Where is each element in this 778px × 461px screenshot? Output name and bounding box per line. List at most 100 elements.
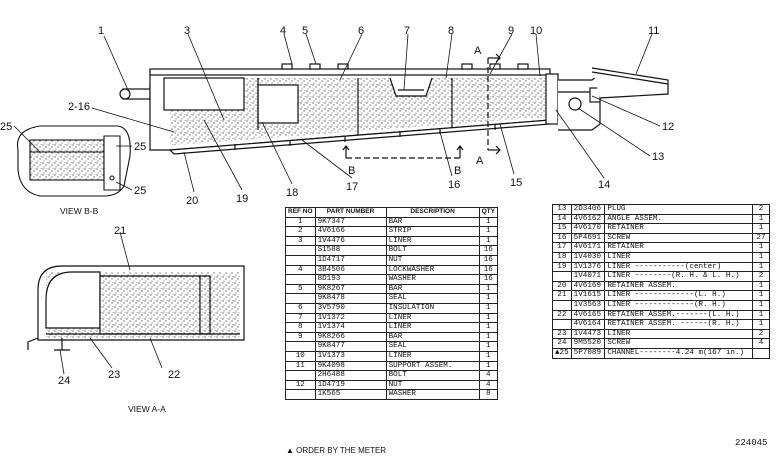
cell-part: 1V3563 — [570, 299, 606, 311]
callout-25-b: 25 — [134, 141, 146, 153]
cell-ref — [285, 254, 316, 266]
cell-desc: SEAL — [385, 293, 480, 304]
cell-qty: 1 — [478, 302, 499, 314]
leader-lines — [91, 33, 661, 193]
cell-ref: 3 — [285, 235, 316, 247]
cell-part: 1K565 — [314, 389, 387, 400]
callout-8: 8 — [448, 25, 454, 37]
cell-part: 1V1374 — [314, 322, 387, 333]
cell-qty: 1 — [478, 235, 499, 247]
callout-25-c: 25 — [134, 185, 146, 197]
callout-4: 4 — [280, 25, 286, 37]
cell-qty: 2 — [752, 271, 770, 282]
callout-9: 9 — [508, 25, 514, 37]
cell-qty: 16 — [478, 254, 499, 266]
cell-desc: BAR — [385, 283, 480, 295]
cell-qty: 27 — [752, 232, 770, 244]
liner-box-left — [163, 77, 245, 111]
drawing-number: 224045 — [735, 438, 768, 448]
view-b-b-label: VIEW B-B — [60, 206, 99, 216]
cell-ref: 24 — [552, 338, 572, 349]
cell-ref — [285, 274, 316, 285]
cell-desc: WASHER — [385, 389, 480, 400]
section-b-label-right: B — [454, 165, 461, 177]
cell-qty: 16 — [478, 274, 499, 285]
cell-part: 9M5520 — [570, 338, 606, 349]
cell-part: 9K8477 — [314, 341, 387, 352]
cell-qty: 1 — [752, 223, 770, 234]
cell-part: 1D4719 — [314, 379, 387, 391]
cell-qty: 1 — [478, 341, 499, 352]
cell-ref: 7 — [285, 312, 316, 324]
cell-ref: 10 — [285, 350, 316, 362]
table-header-row: REF NO PART NUMBER DESCRIPTION QTY — [285, 207, 499, 218]
callout-22: 22 — [168, 369, 180, 381]
cell-desc: NUT — [385, 254, 480, 266]
cell-qty: 1 — [478, 322, 499, 333]
cell-desc: LINER — [385, 350, 480, 362]
header-ref: REF NO — [285, 207, 316, 218]
cell-part: 1D4717 — [314, 254, 387, 266]
cell-ref — [552, 271, 572, 282]
callout-5: 5 — [302, 25, 308, 37]
cell-qty: 1 — [752, 251, 770, 263]
cell-desc: RETAINER — [604, 242, 753, 253]
section-a-label-top: A — [474, 45, 482, 57]
cell-desc: LINER — [385, 322, 480, 333]
cell-qty: 1 — [478, 331, 499, 343]
header-desc: DESCRIPTION — [385, 207, 480, 218]
view-a-a — [27, 265, 245, 351]
cell-part: 1V1372 — [314, 312, 387, 324]
liner-dip — [389, 77, 433, 97]
cell-qty: 1 — [752, 280, 770, 292]
cell-qty: 2 — [752, 328, 770, 340]
cell-part: 4V6165 — [570, 309, 606, 321]
cell-ref: 18 — [552, 251, 572, 263]
cell-ref: 14 — [552, 213, 572, 225]
callout-15: 15 — [510, 177, 522, 189]
cell-part: 4V6164 — [570, 319, 606, 330]
cell-ref: 12 — [285, 379, 316, 391]
callout-23: 23 — [108, 369, 120, 381]
cell-desc: RETAINER — [604, 223, 753, 234]
view-b-b — [16, 125, 131, 197]
cell-ref: 15 — [552, 223, 572, 234]
cell-ref: ▲25 — [552, 347, 572, 359]
cell-part: 9K4098 — [314, 360, 387, 372]
cell-part: 4V6170 — [570, 223, 606, 234]
cell-ref: 11 — [285, 360, 316, 372]
cell-part: 4V6169 — [570, 280, 606, 292]
cell-part: 9K8478 — [314, 293, 387, 304]
cell-part: 5P7089 — [570, 347, 606, 359]
cell-part: 1V1376 — [570, 261, 606, 273]
cell-part: 4V6171 — [570, 242, 606, 253]
callout-12: 12 — [662, 121, 674, 133]
section-a-label-bottom: A — [476, 155, 484, 167]
callout-20: 20 — [186, 195, 198, 207]
cell-qty: 1 — [752, 309, 770, 321]
cell-ref: 21 — [552, 290, 572, 301]
header-part: PART NUMBER — [314, 207, 387, 218]
callout-2-16: 2-16 — [68, 101, 90, 113]
callout-7: 7 — [404, 25, 410, 37]
cell-qty — [752, 347, 770, 359]
cell-ref: 23 — [552, 328, 572, 340]
header-qty: QTY — [478, 207, 499, 218]
cell-ref: 5 — [285, 283, 316, 295]
